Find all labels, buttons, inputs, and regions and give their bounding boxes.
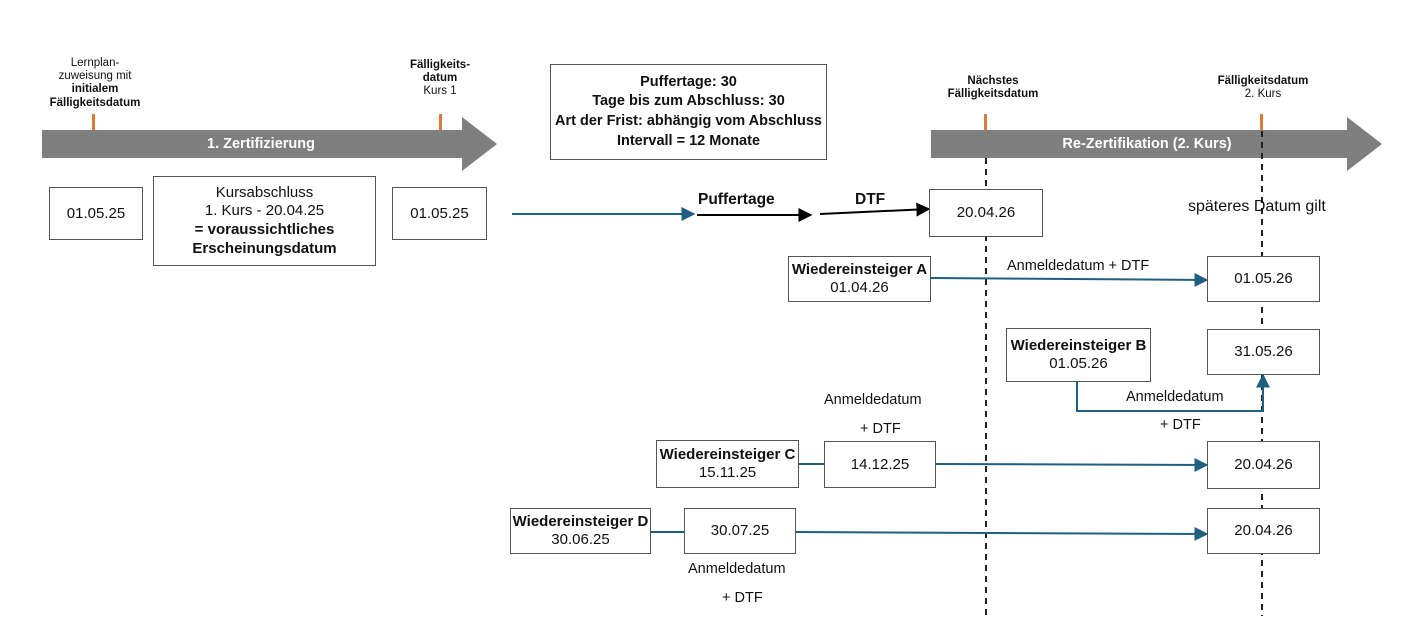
reentrant-d-result-box: 20.04.26: [1207, 508, 1320, 554]
reentrant-a-name: Wiedereinsteiger A: [791, 261, 928, 278]
course-completion-box: Kursabschluss 1. Kurs - 20.04.25 = vorau…: [153, 176, 376, 266]
reentrant-a-box: Wiedereinsteiger A 01.04.26: [788, 256, 931, 302]
reentrant-b-rule-line1: Anmeldedatum: [1126, 389, 1224, 405]
dtf-label: DTF: [855, 191, 886, 208]
reentrant-b-result-box: 31.05.26: [1207, 329, 1320, 375]
reentrant-b-rule-line2: + DTF: [1160, 417, 1201, 433]
tick-naechstes: [984, 114, 987, 130]
reentrant-d-date: 30.06.25: [551, 531, 610, 548]
settings-info-box: Puffertage: 30 Tage bis zum Abschluss: 3…: [550, 64, 827, 160]
start-date-value: 01.05.25: [66, 204, 126, 222]
faellig1-line3: Kurs 1: [423, 85, 457, 98]
reentrant-a-rule-label: Anmeldedatum + DTF: [1007, 258, 1150, 274]
faellig-kurs1-label: Fälligkeits- datum Kurs 1: [390, 59, 490, 99]
faellig-kurs2-label: Fälligkeitsdatum 2. Kurs: [1206, 75, 1320, 101]
reentrant-d-mid: 30.07.25: [710, 522, 770, 540]
faellig2-line1: Fälligkeitsdatum: [1217, 75, 1309, 87]
first-due-date-value: 01.05.25: [410, 204, 469, 222]
reentrant-a-date: 01.04.26: [830, 279, 889, 296]
connector-a: [929, 272, 1209, 287]
first-due-date-box: 01.05.25: [392, 187, 487, 240]
info-interval: Intervall = 12 Monate: [616, 132, 761, 149]
lernplan-line2: zuweisung mit: [58, 70, 132, 83]
reentrant-b-date: 01.05.26: [1049, 355, 1108, 372]
reentrant-c-name: Wiedereinsteiger C: [659, 446, 796, 463]
reentrant-c-box: Wiedereinsteiger C 15.11.25: [656, 440, 799, 488]
info-deadline-type: Art der Frist: abhängig vom Abschluss: [555, 113, 822, 129]
reentrant-c-mid-box: 14.12.25: [824, 441, 936, 488]
faellig1-line1: Fälligkeits-: [409, 59, 471, 71]
info-buffer-days: Puffertage: 30: [640, 73, 737, 90]
reentrant-c-mid: 14.12.25: [850, 455, 910, 473]
naechstes-line1: Nächstes: [967, 75, 1019, 87]
next-due-box: 20.04.26: [929, 189, 1043, 237]
later-date-rule-label: späteres Datum gilt: [1188, 198, 1326, 215]
course-line2: 1. Kurs - 20.04.25: [204, 202, 325, 220]
reentrant-d-mid-box: 30.07.25: [684, 508, 796, 554]
reentrant-d-result: 20.04.26: [1234, 522, 1293, 540]
course-line4: Erscheinungsdatum: [192, 239, 337, 257]
course-line1: Kursabschluss: [215, 183, 314, 201]
reentrant-b-name: Wiedereinsteiger B: [1010, 337, 1147, 354]
recertification-label: Re-Zertifikation (2. Kurs): [1062, 136, 1232, 152]
connector-b: [1076, 373, 1270, 412]
lernplan-label: Lernplan- zuweisung mit initialem Fällig…: [30, 57, 160, 110]
reentrant-c-result-box: 20.04.26: [1207, 441, 1320, 489]
reentrant-a-result: 01.05.26: [1234, 270, 1293, 288]
reentrant-d-name: Wiedereinsteiger D: [512, 513, 649, 530]
naechstes-label: Nächstes Fälligkeitsdatum: [926, 75, 1060, 101]
first-certification-arrow: [42, 117, 497, 171]
connector-d-right: [795, 526, 1209, 541]
start-date-box: 01.05.25: [49, 187, 143, 240]
reentrant-c-rule-line1: Anmeldedatum: [824, 392, 922, 408]
reentrant-a-result-box: 01.05.26: [1207, 256, 1320, 302]
naechstes-line2: Fälligkeitsdatum: [947, 88, 1039, 101]
reentrant-c-result: 20.04.26: [1234, 456, 1293, 474]
course-line3: = voraussichtliches: [194, 221, 335, 238]
faellig2-line2: 2. Kurs: [1244, 88, 1282, 101]
reentrant-c-rule-line2: + DTF: [860, 421, 901, 437]
lernplan-line4: Fälligkeitsdatum: [49, 96, 141, 109]
info-days-to-finish: Tage bis zum Abschluss: 30: [592, 93, 785, 110]
next-due-value: 20.04.26: [956, 204, 1016, 222]
faellig1-line2: datum: [422, 72, 458, 85]
lernplan-line1: Lernplan-: [70, 57, 120, 69]
tick-faellig-kurs1: [439, 114, 442, 130]
reentrant-d-rule-line2: + DTF: [722, 590, 763, 606]
recertification-arrow: [931, 117, 1382, 171]
puffertage-label: Puffertage: [698, 191, 775, 208]
tick-lernplan: [92, 114, 95, 130]
reentrant-d-rule-line1: Anmeldedatum: [688, 561, 786, 577]
dtf-arrow: [819, 202, 931, 217]
connector-c-right: [934, 457, 1209, 472]
reentrant-d-box: Wiedereinsteiger D 30.06.25: [510, 508, 651, 554]
reentrant-c-date: 15.11.25: [698, 464, 757, 481]
first-certification-label: 1. Zertifizierung: [207, 136, 315, 152]
tick-faellig-kurs2: [1260, 114, 1263, 130]
reentrant-b-box: Wiedereinsteiger B 01.05.26: [1006, 328, 1151, 382]
lernplan-line3: initialem: [71, 83, 119, 96]
reentrant-b-result: 31.05.26: [1234, 343, 1293, 361]
